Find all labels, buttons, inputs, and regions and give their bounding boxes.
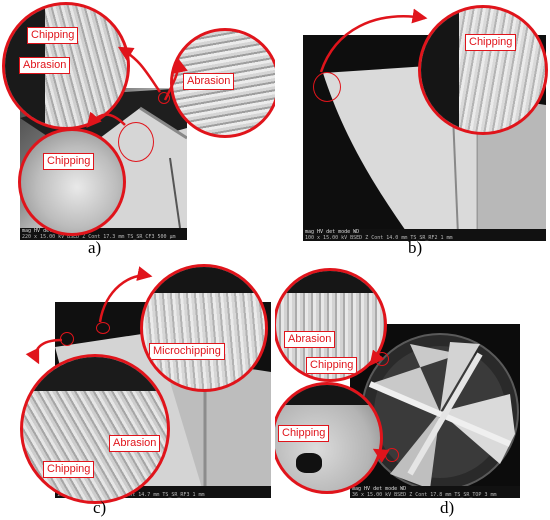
label-chipping-a2: Chipping [43,153,95,170]
sem-info-bar-b: mag HV det mode WD 100 x 15.00 kV BSED Z… [303,229,546,241]
panel-a: mag HV det mode WD 220 x 15.00 kV BSED Z… [0,0,275,260]
callout-d-top: Abrasion Chipping [275,268,387,382]
arrows-c [25,266,153,365]
label-chipping-a1: Chipping [27,27,79,44]
roi-ring-c2 [96,322,110,334]
arrows-b [319,8,428,73]
label-abrasion-a2: Abrasion [183,73,235,90]
label-chipping-c: Chipping [43,461,95,478]
label-chipping-d2: Chipping [278,425,330,442]
callout-b: Chipping [418,5,548,135]
sem-image-d: mag HV det mode WD 36 x 15.00 kV BSED Z … [350,324,520,498]
label-abrasion-d: Abrasion [284,331,336,348]
arrows-d [369,349,390,463]
panel-d: mag HV det mode WD 36 x 15.00 kV BSED Z … [275,260,550,520]
roi-ring-b [313,72,341,102]
panel-label-b: b) [408,238,423,257]
panel-label-a: a) [88,238,102,257]
label-chipping-b: Chipping [465,34,517,51]
label-abrasion-a1: Abrasion [19,57,71,74]
callout-a-top-right: Abrasion [170,28,275,138]
roi-ring-a2 [118,122,154,162]
roi-ring-a1 [158,92,170,104]
sem-info-bar-d: mag HV det mode WD 36 x 15.00 kV BSED Z … [350,486,520,498]
label-chipping-d1: Chipping [306,357,358,374]
callout-a-bottom: Chipping [18,128,126,236]
tool-top-view-d [361,333,519,491]
label-microchipping-c: Microchipping [149,343,225,360]
panel-label-c: c) [93,498,107,517]
callout-d-bottom: Chipping [275,382,383,494]
panel-label-d: d) [440,498,455,517]
panel-c: mag HV det mode WD 100 x 15.00 kV BSED Z… [0,260,275,520]
arrows-a [86,46,188,128]
panel-b: mag HV det mode WD 100 x 15.00 kV BSED Z… [275,0,550,260]
label-abrasion-c: Abrasion [109,435,161,452]
callout-c-bottom: Abrasion Chipping [20,354,170,504]
